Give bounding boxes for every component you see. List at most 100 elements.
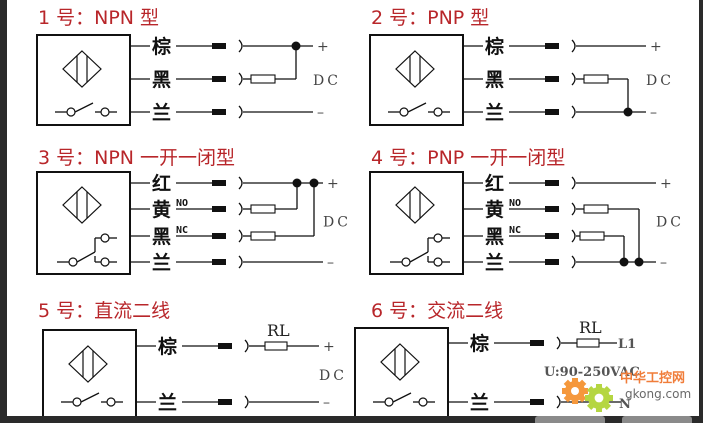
switch-no-icon — [388, 102, 450, 117]
wire-color-label: 棕 — [152, 35, 171, 58]
connector-plug — [212, 180, 226, 186]
switch-blade — [80, 392, 100, 403]
gear-icon — [585, 384, 613, 412]
connector-socket — [556, 395, 561, 409]
terminal-negative: – — [327, 255, 334, 271]
supply-type-label: DC — [323, 215, 351, 231]
sensor-housing — [36, 34, 131, 126]
switch-blade — [76, 251, 96, 263]
switch-contact-no — [433, 257, 443, 267]
diagram-title: 4 号：PNP 一开一闭型 — [371, 147, 565, 169]
load-resistor — [250, 204, 276, 214]
load-resistor — [576, 338, 600, 348]
switch-contact-nc — [100, 233, 110, 243]
connector-socket — [571, 39, 576, 53]
gear-hole — [594, 393, 604, 403]
connector-plug — [530, 340, 544, 346]
diagram-title: 1 号：NPN 型 — [38, 7, 159, 29]
junction-dot — [634, 257, 644, 267]
junction-dot — [619, 257, 629, 267]
connector-plug — [545, 259, 559, 265]
terminal-positive: + — [327, 176, 339, 192]
wire-color-label: 棕 — [485, 35, 504, 58]
load-resistor — [264, 341, 288, 351]
terminal-negative: – — [323, 395, 330, 411]
connector-plug — [545, 180, 559, 186]
connector-plug — [212, 206, 226, 212]
supply-type-label: DC — [319, 368, 347, 384]
connector-socket — [238, 202, 243, 216]
bottom-tab-right — [622, 416, 692, 423]
switch-contact — [100, 107, 110, 117]
gear-icon — [562, 378, 588, 404]
wire-color-label: 黑 — [485, 69, 504, 91]
watermark-cn-text: 中华工控网 — [620, 370, 685, 386]
terminal-positive: + — [317, 39, 329, 55]
sensor-diamond — [62, 186, 102, 224]
switch-blade — [74, 102, 94, 113]
switch-blade — [407, 102, 427, 113]
connector-socket — [238, 229, 243, 243]
wire-color-label: 兰 — [485, 101, 504, 124]
connector-socket — [571, 255, 576, 269]
sensor-housing — [354, 327, 449, 416]
wire-color-label: 红 — [152, 172, 171, 195]
load-resistor — [583, 204, 609, 214]
terminal-positive: + — [660, 176, 672, 192]
connector-socket — [244, 339, 249, 353]
sensor-symbol-icon — [62, 186, 102, 224]
switch-contact-nc — [433, 233, 443, 243]
sensor-symbol-icon — [62, 50, 102, 88]
wire-color-label: 红 — [485, 172, 504, 195]
switch-blade — [392, 392, 412, 403]
load-resistor — [579, 231, 605, 241]
switch-no-icon — [55, 102, 117, 117]
terminal-label: L1 — [618, 337, 636, 352]
connector-plug — [212, 76, 226, 82]
switch-contact — [399, 107, 409, 117]
switch-contact — [384, 397, 394, 407]
sensor-diamond — [395, 50, 435, 88]
load-resistor — [250, 231, 276, 241]
connector-plug — [212, 233, 226, 239]
wire-color-label: 棕 — [158, 335, 177, 358]
sensor-symbol-icon — [380, 343, 420, 381]
sensor-diamond — [68, 345, 108, 383]
switch-no-nc-icon — [390, 233, 450, 267]
terminal-positive: + — [650, 39, 662, 55]
connector-socket — [571, 72, 576, 86]
diagram-title: 6 号：交流二线 — [371, 300, 503, 322]
wire-color-label: 兰 — [485, 251, 504, 274]
load-label: RL — [267, 321, 290, 340]
sensor-housing — [42, 329, 137, 416]
connector-plug — [218, 343, 232, 349]
wire-color-label: 黑 — [485, 226, 504, 248]
connector-socket — [244, 395, 249, 409]
sensor-symbol-icon — [395, 186, 435, 224]
wire-color-label: 兰 — [470, 391, 489, 414]
switch-contact — [418, 397, 428, 407]
switch-contact — [72, 397, 82, 407]
connector-plug — [218, 399, 232, 405]
gear-hole — [571, 387, 579, 395]
connector-plug — [530, 399, 544, 405]
terminal-negative: – — [650, 105, 657, 121]
connector-plug — [545, 233, 559, 239]
connector-socket — [238, 255, 243, 269]
wire-color-label: 黄 — [152, 198, 171, 221]
load-resistor — [250, 74, 276, 84]
connector-socket — [571, 229, 576, 243]
switch-no-icon — [61, 392, 123, 407]
wire-color-label: 黑 — [152, 69, 171, 91]
sensor-diamond — [380, 343, 420, 381]
terminal-negative: – — [660, 255, 667, 271]
sensor-housing — [369, 34, 464, 126]
switch-contact — [401, 257, 411, 267]
sensor-diamond — [62, 50, 102, 88]
diagram-title: 2 号：PNP 型 — [371, 7, 489, 29]
